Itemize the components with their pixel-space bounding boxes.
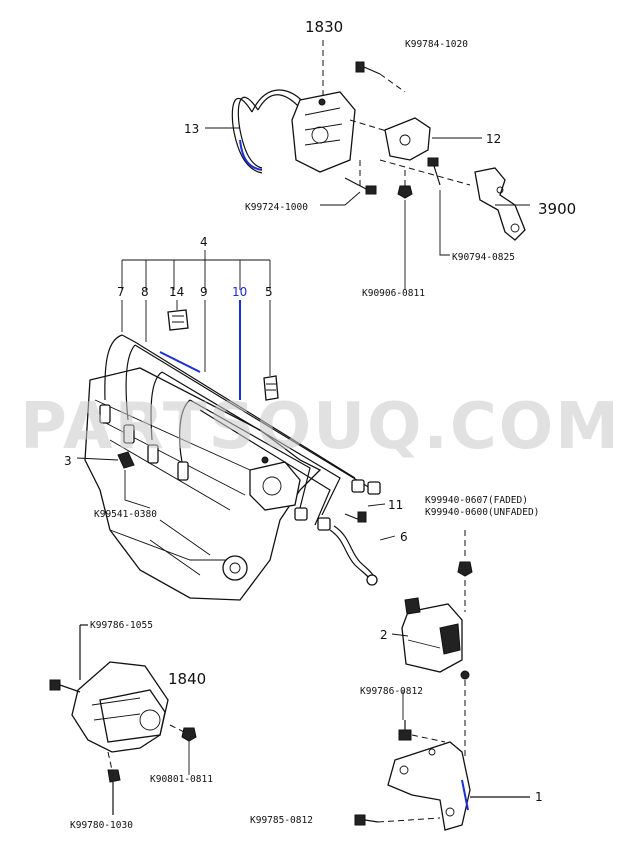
part-code-k99786-1055: K99786-1055 xyxy=(90,620,153,631)
group-number-1840: 1840 xyxy=(168,670,206,688)
starter-assembly-1840 xyxy=(49,624,197,815)
part-code-k99785-0812: K99785-0812 xyxy=(250,815,313,826)
ignition-coil xyxy=(398,530,473,760)
cable-13-highlight xyxy=(239,139,263,171)
item-number-10: 10 xyxy=(232,285,247,299)
part-code-k99940-0607: K99940-0607(FADED) xyxy=(425,495,528,506)
coil-bracket xyxy=(354,741,530,831)
part-code-k99940-0600: K99940-0600(UNFADED) xyxy=(425,507,539,518)
item-number-5: 5 xyxy=(265,285,273,299)
item-number-8: 8 xyxy=(141,285,149,299)
item-number-7: 7 xyxy=(117,285,125,299)
item-number-9: 9 xyxy=(200,285,208,299)
bolt-right xyxy=(427,157,441,186)
item-number-11: 11 xyxy=(388,498,403,512)
item-number-3: 3 xyxy=(64,454,72,468)
bracket-1-highlight xyxy=(461,779,469,811)
engine-block xyxy=(84,367,322,601)
bolt-top xyxy=(355,61,406,93)
group-number-3900: 3900 xyxy=(538,200,576,218)
item-number-14: 14 xyxy=(169,285,184,299)
wire-highlight xyxy=(159,351,201,373)
watermark-text: PARTSOUQ.COM xyxy=(20,390,620,464)
item-number-2: 2 xyxy=(380,628,388,642)
nut-top xyxy=(397,185,413,199)
group-number-1830: 1830 xyxy=(305,18,343,36)
item-number-12: 12 xyxy=(486,132,501,146)
leader-lines xyxy=(76,127,530,775)
item-number-1: 1 xyxy=(535,790,543,804)
part-code-k99786-0812: K99786-0812 xyxy=(360,686,423,697)
part-code-k99784-1020: K99784-1020 xyxy=(405,39,468,50)
part-code-k90794-0825: K90794-0825 xyxy=(452,252,515,263)
part-code-k90906-0811: K90906-0811 xyxy=(362,288,425,299)
bolt-left xyxy=(344,177,377,195)
spark-plug-wires xyxy=(99,309,381,586)
item-number-6: 6 xyxy=(400,530,408,544)
item-number-13: 13 xyxy=(184,122,199,136)
part-code-k99541-0380: K99541-0380 xyxy=(94,509,157,520)
part-code-k90801-0811: K90801-0811 xyxy=(150,774,213,785)
part-code-k99780-1030: K99780-1030 xyxy=(70,820,133,831)
bracket-assembly-1830 xyxy=(231,40,526,241)
part-code-k99724-1000: K99724-1000 xyxy=(245,202,308,213)
callout-bracket-4 xyxy=(121,250,271,400)
item-number-4: 4 xyxy=(200,235,208,249)
